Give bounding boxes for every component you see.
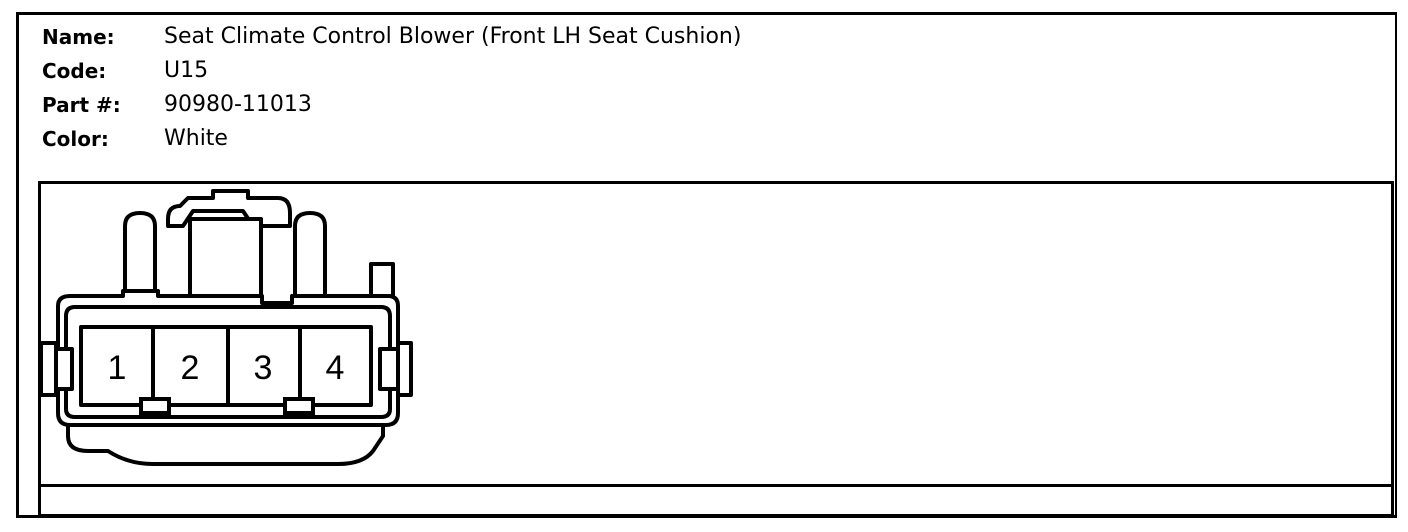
name-label: Name: xyxy=(42,25,115,49)
code-label: Code: xyxy=(42,59,107,83)
color-value: White xyxy=(164,126,228,151)
side-tab-left xyxy=(39,341,58,397)
pin-number: 1 xyxy=(108,349,127,387)
pin-number: 2 xyxy=(181,349,200,387)
polarization-key xyxy=(283,397,315,415)
connector-footer-strip xyxy=(38,484,1394,517)
side-tab-left-inner xyxy=(54,347,74,391)
name-value: Seat Climate Control Blower (Front LH Se… xyxy=(164,24,742,49)
color-label: Color: xyxy=(42,127,109,151)
locking-arm-left xyxy=(123,211,157,298)
housing-nub xyxy=(369,262,395,298)
connector-face-diagram: 1 2 3 4 xyxy=(39,189,413,466)
connector-hood xyxy=(188,217,263,303)
pin-number: 3 xyxy=(254,349,273,387)
polarization-key xyxy=(139,397,171,415)
code-value: U15 xyxy=(164,58,209,83)
locking-arm-right xyxy=(293,211,327,298)
part-label: Part #: xyxy=(42,93,121,117)
part-value: 90980-11013 xyxy=(164,92,312,117)
connector-diagram-panel xyxy=(38,181,1394,487)
side-tab-right-inner xyxy=(378,347,400,391)
pin-number: 4 xyxy=(326,349,345,387)
